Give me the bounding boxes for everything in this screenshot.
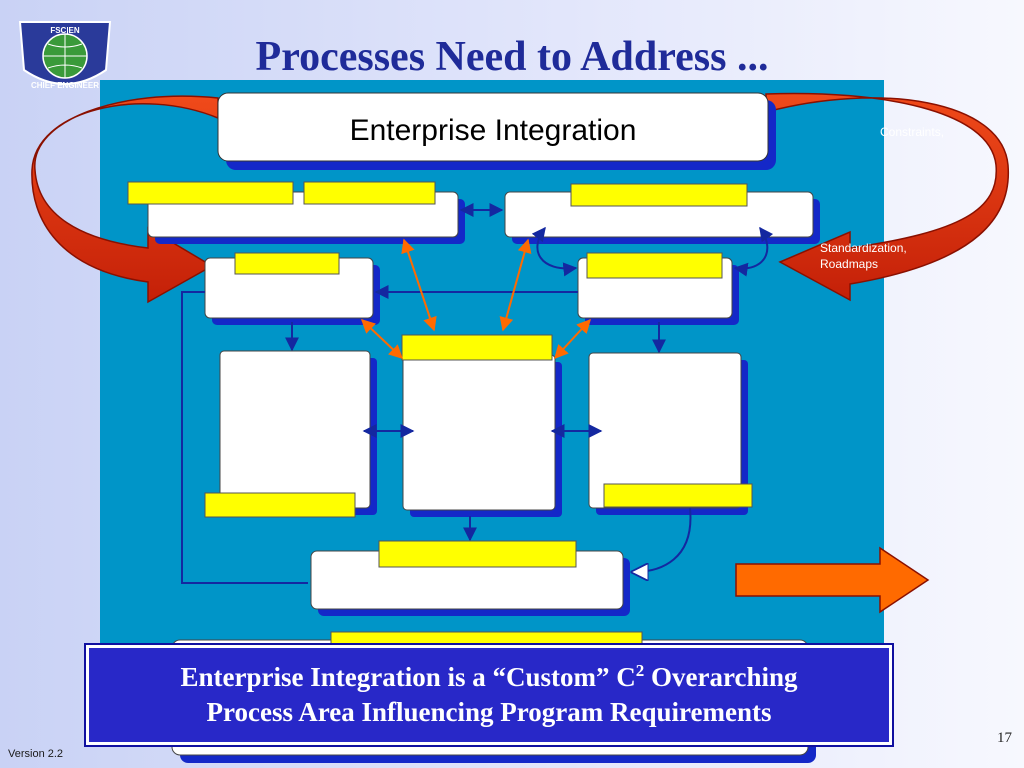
label-box-8 — [603, 483, 753, 508]
right-sweep-arrow — [765, 92, 1010, 302]
callout-line-2: Process Area Influencing Program Require… — [206, 697, 772, 727]
callout-line-1: Enterprise Integration is a “Custom” C2 … — [181, 660, 798, 695]
page-number: 17 — [997, 730, 1013, 746]
logo-bottom-text: CHIEF ENGINEER — [31, 81, 99, 90]
enterprise-integration-box — [217, 92, 769, 162]
label-box-6 — [204, 492, 356, 518]
version-label: Version 2.2 — [8, 748, 63, 760]
left-sweep-arrow — [31, 95, 219, 304]
label-box-2 — [303, 181, 436, 205]
callout-line1-prefix: Enterprise Integration is a “Custom” C — [180, 661, 636, 692]
lower-left-box — [219, 350, 371, 509]
label-box-7 — [401, 334, 553, 361]
standardization-label: Standardization, — [820, 241, 907, 255]
callout-line1-suffix: Overarching — [644, 661, 798, 692]
logo-top-text: FSC|EN — [50, 26, 80, 35]
slide-title: Processes Need to Address ... — [256, 34, 769, 80]
label-box-5 — [586, 252, 723, 279]
chief-engineer-logo: FSC|EN CHIEF ENGINEER — [18, 21, 112, 90]
callout-box: Enterprise Integration is a “Custom” C2 … — [84, 643, 894, 747]
enterprise-integration-label: Enterprise Integration — [350, 114, 637, 147]
constraints-label: Constraints, — [880, 125, 944, 139]
roadmaps-label: Roadmaps — [820, 257, 878, 271]
label-box-4 — [234, 252, 340, 275]
label-box-3 — [570, 183, 748, 207]
label-box-1 — [127, 181, 294, 205]
lower-center-box — [402, 354, 556, 511]
output-arrow — [735, 546, 930, 614]
label-box-9 — [378, 540, 577, 568]
callout-superscript: 2 — [635, 660, 645, 680]
